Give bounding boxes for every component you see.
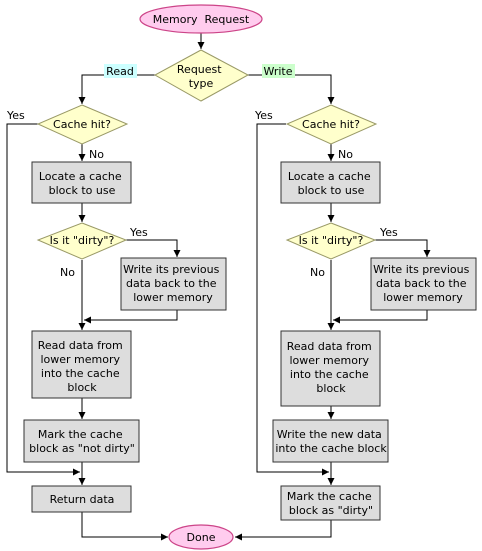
- read-read-data-label: Read data from lower memory into the cac…: [38, 339, 127, 394]
- write-new-data-block: [272, 419, 389, 463]
- write-mark-dirty-block: [280, 485, 381, 521]
- write-locate-block: [280, 161, 381, 204]
- done-label: Done: [187, 531, 216, 544]
- read-write-previous-block: [120, 257, 227, 311]
- read-cache-hit-label: Cache hit?: [53, 118, 111, 131]
- write-dirty-yes: Yes: [379, 226, 398, 239]
- start-label: Memory Request: [153, 13, 250, 26]
- connector: [375, 239, 431, 257]
- write-mark-dirty-label: Mark the cache block as "dirty": [287, 490, 375, 517]
- connector: [84, 310, 178, 324]
- write-new-data-label: Write the new data into the cache block: [275, 428, 387, 455]
- done-terminal: [168, 524, 234, 550]
- connector: [126, 239, 181, 257]
- read-dirty-label: Is it "dirty"?: [50, 234, 115, 247]
- write-read-data-label: Read data from lower memory into the cac…: [287, 340, 376, 395]
- read-locate-block: [31, 161, 132, 204]
- request-type-decision: [153, 49, 250, 102]
- connector: [246, 74, 335, 104]
- write-tag: Write: [263, 65, 292, 78]
- connectors: [6, 33, 431, 541]
- write-cache-hit-decision: [285, 104, 378, 145]
- connector: [78, 74, 156, 104]
- start-terminal: [139, 4, 263, 34]
- write-cache-hit-no: No: [338, 148, 353, 161]
- write-dirty-no: No: [310, 266, 325, 279]
- read-read-data-block: [31, 330, 132, 399]
- request-type-label: Request type: [177, 63, 225, 90]
- read-locate-label: Locate a cache block to use: [39, 170, 125, 197]
- read-tag-bg: [104, 64, 137, 78]
- write-write-previous-label: Write its previous data back to the lowe…: [373, 263, 473, 304]
- read-cache-hit-no: No: [89, 148, 104, 161]
- connector: [333, 310, 428, 324]
- read-mark-not-dirty-block: [23, 419, 140, 463]
- connector: [235, 520, 332, 541]
- read-cache-hit-decision: [36, 104, 129, 145]
- connector: [256, 123, 329, 476]
- write-cache-hit-yes: Yes: [254, 109, 273, 122]
- write-tag-bg: [262, 64, 295, 78]
- write-locate-label: Locate a cache block to use: [288, 170, 374, 197]
- write-read-data-block: [280, 330, 381, 407]
- read-tag: Read: [106, 65, 134, 78]
- write-write-previous-block: [370, 257, 477, 311]
- read-dirty-decision: [36, 222, 128, 260]
- read-dirty-no: No: [60, 266, 75, 279]
- read-return-data-block: [31, 485, 132, 513]
- read-cache-hit-yes: Yes: [6, 109, 25, 122]
- read-return-data-label: Return data: [50, 493, 115, 506]
- connector: [6, 123, 80, 476]
- read-write-previous-label: Write its previous data back to the lowe…: [123, 263, 223, 304]
- read-dirty-yes: Yes: [129, 226, 148, 239]
- write-dirty-decision: [285, 222, 377, 260]
- write-dirty-label: Is it "dirty"?: [299, 234, 364, 247]
- connector: [81, 512, 168, 541]
- write-cache-hit-label: Cache hit?: [302, 118, 360, 131]
- read-mark-not-dirty-label: Mark the cache block as "not dirty": [29, 428, 135, 455]
